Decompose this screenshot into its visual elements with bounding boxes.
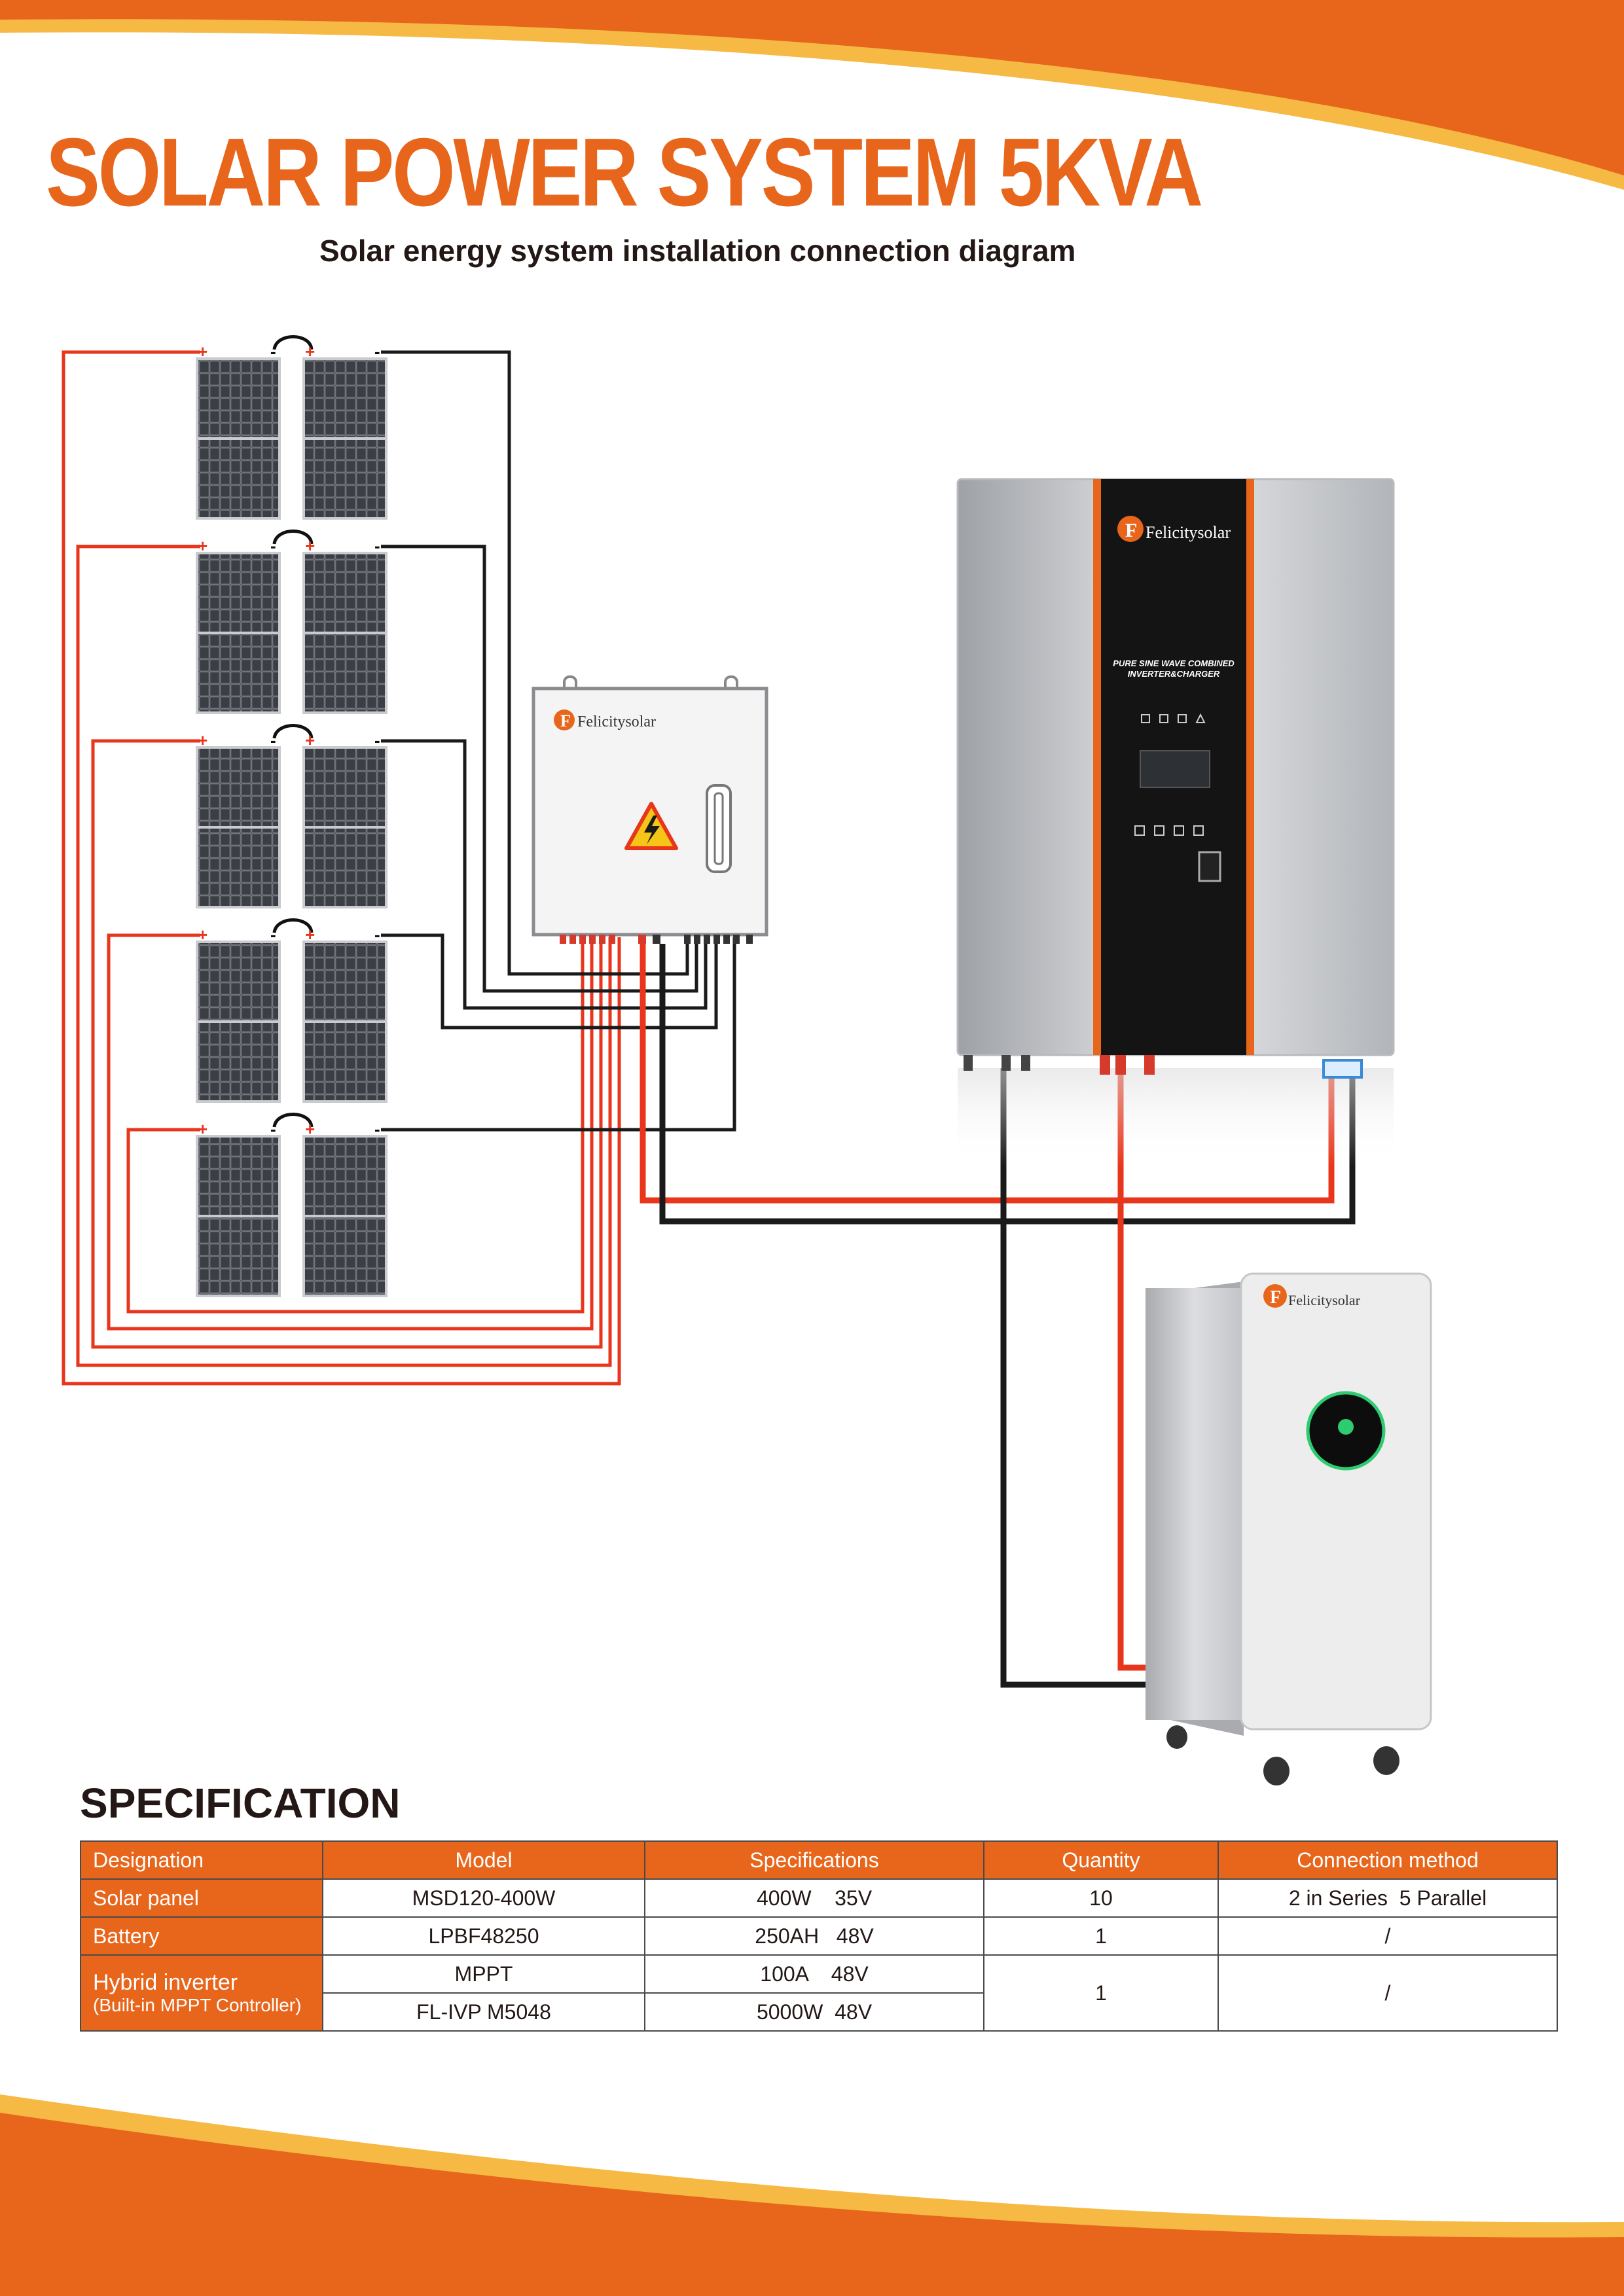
top-wave-band xyxy=(0,0,1624,190)
terminal-negative-label: - xyxy=(374,730,380,750)
terminal-positive-label: + xyxy=(198,342,208,361)
high-voltage-icon xyxy=(624,802,678,850)
row-connection: / xyxy=(1218,1954,1558,2032)
row-designation-group: Hybrid inverter (Built-in MPPT Controlle… xyxy=(80,1954,323,2032)
svg-text:F: F xyxy=(1270,1287,1281,1308)
column-header-model: Model xyxy=(322,1840,645,1880)
row-quantity: 10 xyxy=(983,1878,1219,1918)
table-row: Battery LPBF48250 250AH 48V 1 / xyxy=(80,1916,1558,1956)
hybrid-inverter: F Felicitysolar PURE SINE WAVE COMBINED … xyxy=(956,478,1395,1166)
column-header-specifications: Specifications xyxy=(644,1840,984,1880)
inverter-brand-logo: Felicitysolar xyxy=(1146,523,1231,542)
page-title: SOLAR POWER SYSTEM 5KVA xyxy=(46,118,1203,226)
row-spec: 250AH 48V xyxy=(644,1916,984,1956)
row-connection: 2 in Series 5 Parallel xyxy=(1218,1878,1558,1918)
inverter-label-line1: PURE SINE WAVE COMBINED xyxy=(1113,658,1235,668)
terminal-negative-label: - xyxy=(270,730,276,750)
row-spec: 5000W 48V xyxy=(644,1992,984,2032)
solar-panel-row-1 xyxy=(196,335,388,520)
battery-positive-wire xyxy=(1117,1068,1148,1671)
terminal-negative-label: - xyxy=(374,536,380,556)
connection-diagram: + - + - + - + - + - + - + - + - + - + - xyxy=(62,335,1432,1785)
column-header-connection-method: Connection method xyxy=(1218,1840,1558,1880)
row-model: MSD120-400W xyxy=(322,1878,645,1918)
terminal-positive-label: + xyxy=(198,925,208,944)
column-header-quantity: Quantity xyxy=(983,1840,1219,1880)
row-designation-sub: (Built-in MPPT Controller) xyxy=(93,1995,302,2015)
specification-table: Designation Model Specifications Quantit… xyxy=(80,1840,1558,2032)
row-spec: 100A 48V xyxy=(644,1954,984,1994)
row-designation: Solar panel xyxy=(80,1878,323,1918)
terminal-positive-label: + xyxy=(305,925,315,944)
table-row: Solar panel MSD120-400W 400W 35V 10 2 in… xyxy=(80,1878,1558,1918)
terminal-negative-label: - xyxy=(374,1119,380,1139)
terminal-positive-label: + xyxy=(305,536,315,556)
battery-negative-wire xyxy=(1000,1068,1148,1688)
solar-panel-row-5 xyxy=(196,1113,388,1297)
terminal-positive-label: + xyxy=(198,536,208,556)
terminal-labels: + - + - + - + - + - + - + - + - + - + - xyxy=(198,342,380,1139)
terminal-negative-label: - xyxy=(374,925,380,944)
row-model: FL-IVP M5048 xyxy=(322,1992,645,2032)
table-row: FL-IVP M5048 5000W 48V xyxy=(81,1992,1557,2032)
terminal-positive-label: + xyxy=(305,342,315,361)
inverter-lcd-screen xyxy=(1140,750,1210,788)
combiner-box: F Felicitysolar xyxy=(532,675,768,944)
page-subtitle: Solar energy system installation connect… xyxy=(319,234,1076,268)
terminal-negative-label: - xyxy=(374,342,380,361)
combiner-brand-logo: Felicitysolar xyxy=(577,713,656,730)
solar-panel-row-4 xyxy=(196,918,388,1103)
positive-string-wires xyxy=(62,350,621,1386)
row-model: MPPT xyxy=(322,1954,645,1994)
row-quantity: 1 xyxy=(983,1916,1219,1956)
specification-heading: SPECIFICATION xyxy=(80,1780,401,1827)
column-header-designation: Designation xyxy=(80,1840,323,1880)
inverter-label-line2: INVERTER&CHARGER xyxy=(1128,669,1220,679)
negative-string-wires xyxy=(381,350,736,1132)
terminal-negative-label: - xyxy=(270,1119,276,1139)
terminal-positive-label: + xyxy=(305,1119,315,1139)
lithium-battery: F Felicitysolar xyxy=(1146,1272,1432,1785)
terminal-negative-label: - xyxy=(270,925,276,944)
row-designation: Hybrid inverter xyxy=(93,1970,238,1995)
isolator-switch xyxy=(706,784,732,873)
svg-text:F: F xyxy=(1125,520,1137,541)
solar-panel-row-3 xyxy=(196,724,388,908)
table-row: Hybrid inverter (Built-in MPPT Controlle… xyxy=(80,1954,1558,2032)
row-connection: / xyxy=(1218,1916,1558,1956)
terminal-negative-label: - xyxy=(270,342,276,361)
terminal-negative-label: - xyxy=(270,536,276,556)
terminal-positive-label: + xyxy=(198,1119,208,1139)
row-quantity: 1 xyxy=(983,1954,1219,2032)
terminal-positive-label: + xyxy=(198,730,208,750)
battery-brand-logo: Felicitysolar xyxy=(1288,1292,1361,1308)
row-designation: Battery xyxy=(80,1916,323,1956)
row-model: LPBF48250 xyxy=(322,1916,645,1956)
inverter-status-icons xyxy=(1141,713,1206,723)
inverter-power-switch xyxy=(1198,851,1221,882)
terminal-positive-label: + xyxy=(305,730,315,750)
inverter-buttons xyxy=(1134,825,1204,836)
solar-panel-row-2 xyxy=(196,529,388,714)
table-header-row: Designation Model Specifications Quantit… xyxy=(80,1840,1558,1880)
svg-text:F: F xyxy=(560,711,571,730)
row-spec: 400W 35V xyxy=(644,1878,984,1918)
